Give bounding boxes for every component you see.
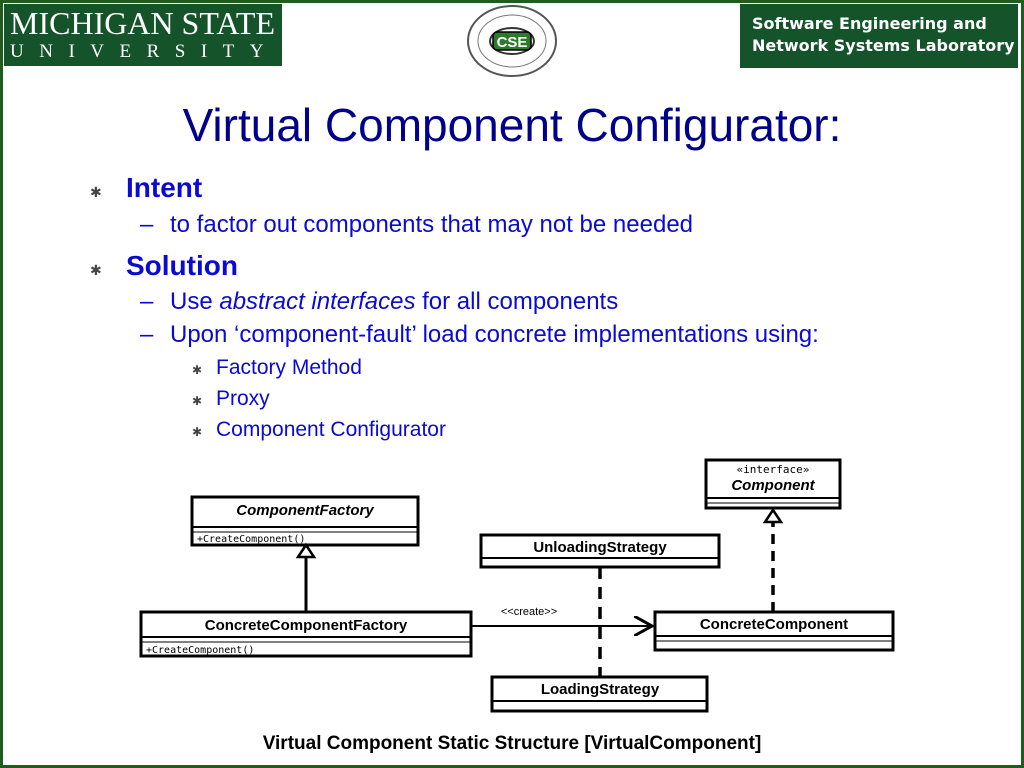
sub-bullet-proxy: Proxy [216, 387, 270, 410]
solution-item-1-pre: Use [170, 288, 220, 315]
bullet-solution: Solution [126, 250, 238, 281]
solution-item-1-emphasis: abstract interfaces [219, 288, 416, 315]
msu-logo: MICHIGAN STATE UNIVERSITY [4, 4, 282, 66]
slide-title: Virtual Component Configurator: [182, 99, 842, 151]
sub-bullet-component-configurator: Component Configurator [216, 418, 446, 441]
cse-seal-label: CSE [497, 34, 528, 51]
lab-logo-line1: Software Engineering and [752, 14, 987, 33]
bullet-solution-item-1: Use abstract interfaces for all componen… [170, 288, 618, 316]
solution-item-1-post: for all components [415, 288, 619, 315]
bullet-star-icon: ✱ [90, 184, 102, 200]
dash-marker: – [140, 211, 154, 238]
cse-seal-icon: CSE [467, 5, 557, 77]
sub-bullet-factory-method: Factory Method [216, 356, 362, 379]
sub-bullet-star-icon: ✱ [192, 425, 203, 439]
bullet-intent-item: to factor out components that may not be… [170, 211, 694, 238]
msu-logo-line1: MICHIGAN STATE [10, 5, 275, 41]
bullet-solution-item-2: Upon ‘component-fault’ load concrete imp… [170, 321, 819, 348]
diagram-caption: Virtual Component Static Structure [Virt… [262, 733, 762, 754]
msu-logo-line2: UNIVERSITY [10, 41, 279, 62]
lab-logo-line2: Network Systems Laboratory [752, 36, 1015, 55]
bullet-star-icon: ✱ [90, 262, 102, 278]
sub-bullet-star-icon: ✱ [192, 394, 203, 408]
dash-marker: – [140, 288, 154, 315]
sens-lab-logo: Software Engineering and Network Systems… [740, 4, 1018, 68]
dash-marker: – [140, 321, 154, 348]
sub-bullet-star-icon: ✱ [192, 363, 203, 377]
bullet-intent: Intent [126, 172, 203, 203]
